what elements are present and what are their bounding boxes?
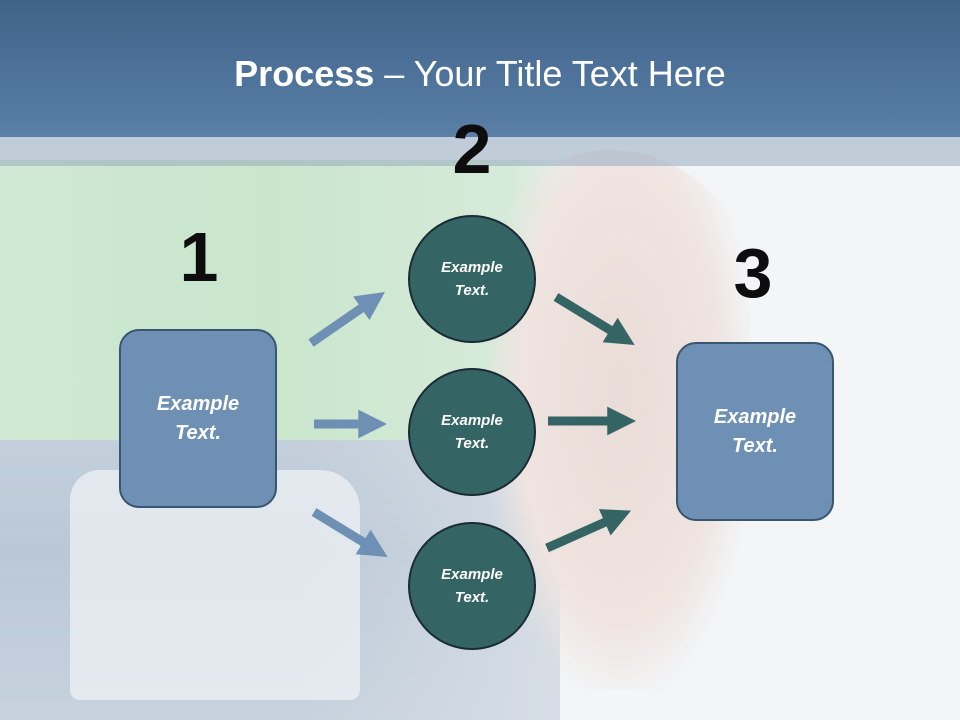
title-rest: – Your Title Text Here [374, 53, 726, 94]
title-bar [0, 0, 960, 137]
step1-box-line1: Example [156, 392, 240, 415]
step-number-2: 2 [452, 110, 492, 188]
circle-middle-line2: Text. [454, 435, 490, 452]
arrow-1-to-top [308, 291, 385, 347]
step-number-1: 1 [179, 218, 219, 296]
title-bold: Process [234, 53, 375, 94]
step3-box-line1: Example [713, 405, 797, 428]
circle-top-line2: Text. [454, 282, 490, 299]
step-number-3: 3 [733, 234, 773, 312]
circle-bottom-line2: Text. [454, 589, 490, 606]
circle-middle-line1: Example [441, 412, 503, 429]
step3-box-line2: Text. [732, 434, 778, 457]
arrow-top-to-3 [553, 293, 635, 346]
arrow-bottom-to-3 [545, 509, 632, 553]
title-bar-strip [0, 137, 960, 166]
circle-top-line1: Example [441, 259, 503, 276]
circle-bottom-line1: Example [441, 566, 503, 583]
slide-title: Process – Your Title Text Here [0, 52, 960, 96]
arrow-1-to-bottom [311, 508, 388, 558]
step1-box-line2: Text. [175, 421, 221, 444]
